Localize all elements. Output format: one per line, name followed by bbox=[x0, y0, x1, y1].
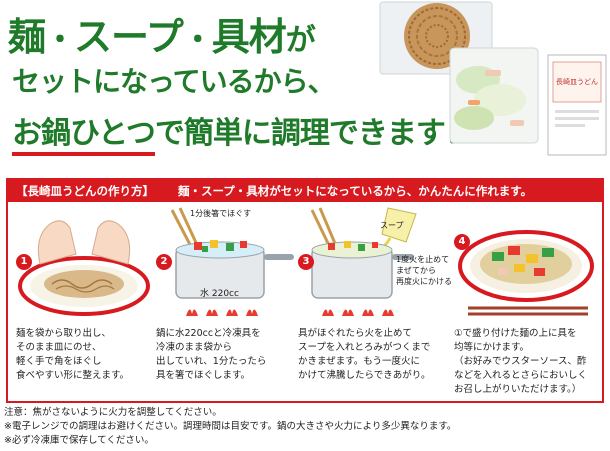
step-number-badge: 4 bbox=[454, 234, 470, 250]
step-3-instructions: 具がほぐれたら火を止めて スープを入れとろみがつくまで かきまぜます。もう一度火… bbox=[298, 328, 431, 381]
hero-headline-line-1: 麺・スープ・具材が bbox=[8, 6, 316, 61]
step-2-callout: 1分後箸でほぐす bbox=[190, 209, 252, 218]
hero-phrase-easy-cooking: で簡単に調理できます！ bbox=[154, 116, 475, 151]
product-package-photo: 長崎皿うどん bbox=[379, 1, 607, 156]
step-2-instructions: 鍋に水220ccと冷凍具を 冷凍のまま袋から 出していれ、1分たったら 具を箸で… bbox=[156, 328, 267, 381]
hero-banner: 麺・スープ・具材が セットになっているから、 お鍋ひとつで簡単に調理できます！ … bbox=[0, 0, 610, 168]
hero-word-ingredients: 具材 bbox=[211, 15, 287, 59]
step-1-instructions: 麺を袋から取り出し、 そのまま皿にのせ、 軽く手で角をほぐし 食べやすい形に整え… bbox=[16, 328, 130, 381]
step-3-pot-illustration bbox=[310, 207, 417, 316]
step-number-badge: 3 bbox=[298, 254, 314, 270]
note-microwave: ※電子レンジでの調理はお避けください。調理時間は目安です。鍋の大きさや火力により… bbox=[4, 421, 457, 432]
step-3: スープ 1度火を止めて まぜてから 再度火にかける 3 具がほぐれたら火を止めて… bbox=[292, 204, 452, 402]
step-4-instructions: ①で盛り付けた麺の上に具を 均等にかけます。 （お好みでウスターソース、酢 など… bbox=[454, 328, 588, 395]
step-1: 1 麺を袋から取り出し、 そのまま皿にのせ、 軽く手で角をほぐし 食べやすい形に… bbox=[10, 204, 158, 402]
step-2: 1分後箸でほぐす 水 220cc 2 鍋に水220ccと冷凍具を 冷凍のまま袋か… bbox=[150, 204, 298, 402]
hero-underlined-phrase: お鍋ひとつ bbox=[12, 116, 156, 156]
hero-dot: ・ bbox=[45, 23, 75, 58]
step-2-pot-label: 水 220cc bbox=[200, 289, 239, 299]
step-2-pot-illustration bbox=[170, 207, 294, 316]
note-caution: 注意：焦がさないように火力を調整してください。 bbox=[4, 407, 222, 418]
cooking-notes: 注意：焦がさないように火力を調整してください。 ※電子レンジでの調理はお避けくだ… bbox=[4, 406, 456, 448]
step-1-plate-illustration bbox=[18, 220, 150, 316]
step-3-soup-label: スープ bbox=[380, 221, 404, 230]
step-number-badge: 2 bbox=[156, 254, 172, 270]
hero-particle: が bbox=[285, 23, 316, 58]
panel-title: 【長崎皿うどんの作り方】 bbox=[16, 184, 154, 198]
hero-headline-line-3: お鍋ひとつで簡単に調理できます！ bbox=[12, 108, 475, 156]
package-label: 長崎皿うどん bbox=[556, 77, 598, 86]
panel-description: 麺・スープ・具材がセットになっているから、かんたんに作れます。 bbox=[178, 184, 533, 198]
step-number-badge: 1 bbox=[16, 254, 32, 270]
panel-header: 【長崎皿うどんの作り方】 麺・スープ・具材がセットになっているから、かんたんに作… bbox=[8, 180, 602, 202]
hero-word-soup: スープ bbox=[74, 15, 184, 59]
cooking-steps-panel: 【長崎皿うどんの作り方】 麺・スープ・具材がセットになっているから、かんたんに作… bbox=[6, 178, 604, 403]
note-storage: ※必ず冷凍庫で保存してください。 bbox=[4, 435, 154, 446]
step-4: 4 ①で盛り付けた麺の上に具を 均等にかけます。 （お好みでウスターソース、酢 … bbox=[448, 204, 596, 402]
hero-dot: ・ bbox=[182, 23, 213, 58]
step-3-fire-callout: 1度火を止めて まぜてから 再度火にかける bbox=[396, 255, 452, 286]
hero-word-noodle: 麺 bbox=[8, 15, 46, 59]
step-4-finished-dish-illustration bbox=[458, 230, 594, 316]
hero-headline-line-2: セットになっているから、 bbox=[12, 65, 336, 98]
